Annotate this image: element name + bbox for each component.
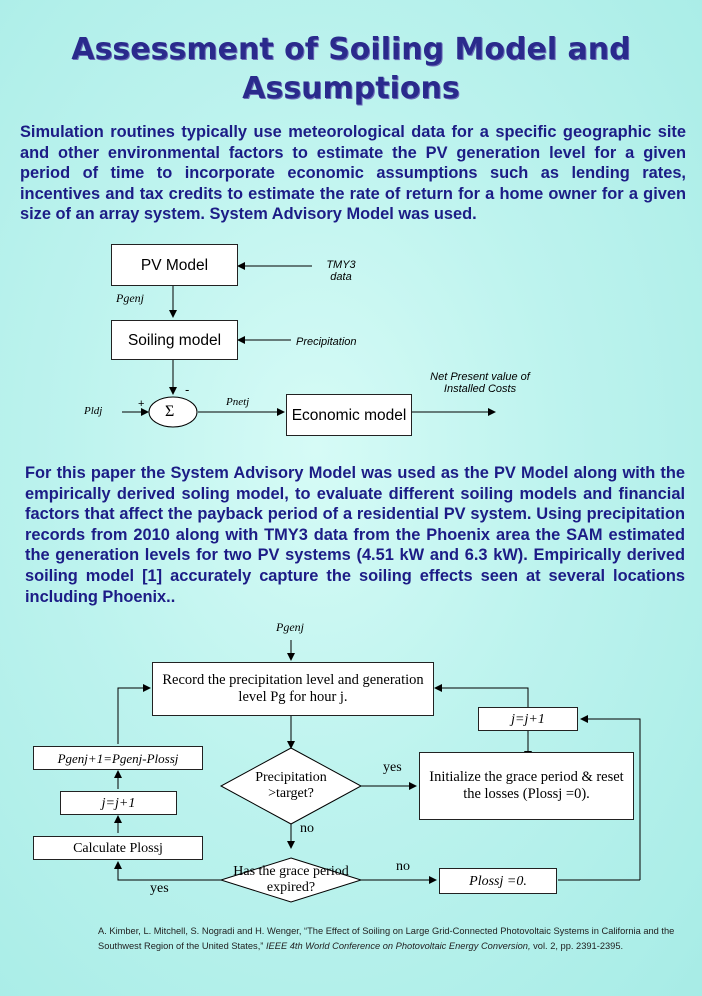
page-title: Assessment of Soiling Model and Assumpti… — [0, 30, 702, 108]
no-label-1: no — [300, 821, 314, 836]
ploss-zero-box: Plossj =0. — [439, 868, 557, 894]
citation-journal: IEEE 4th World Conference on Photovoltai… — [265, 941, 531, 951]
record-box: Record the precipitation level and gener… — [152, 662, 434, 716]
initialize-grace-box: Initialize the grace period & reset the … — [419, 752, 634, 820]
economic-model-box: Economic model — [286, 394, 412, 436]
title-line-2: Assumptions — [242, 71, 460, 106]
decision-precipitation-diamond — [219, 747, 363, 825]
pgen-label: Pgenj — [116, 291, 144, 305]
summing-junction — [148, 396, 198, 428]
pgen-update-box: Pgenj+1=Pgenj-Plossj — [33, 746, 203, 770]
decision-grace-diamond — [219, 857, 363, 903]
tmy3-label: TMY3 data — [326, 259, 356, 283]
plus-sign: + — [138, 398, 145, 410]
no-label-2: no — [396, 859, 410, 874]
flow-input-label: Pgenj — [276, 620, 304, 634]
j-increment-left-box: j=j+1 — [60, 791, 177, 815]
citation: A. Kimber, L. Mitchell, S. Nogradi and H… — [98, 924, 678, 954]
citation-authors: A. Kimber, L. Mitchell, S. Nogradi and H… — [98, 926, 675, 951]
pldj-label: Pldj — [84, 405, 103, 417]
pnet-label: Pnetj — [226, 396, 250, 408]
title-line-1: Assessment of Soiling Model and — [71, 32, 631, 67]
yes-label-1: yes — [383, 760, 402, 775]
j-increment-right-box: j=j+1 — [478, 707, 578, 731]
precipitation-label: Precipitation — [296, 336, 357, 348]
intro-paragraph: Simulation routines typically use meteor… — [20, 123, 686, 224]
citation-details: vol. 2, pp. 2391-2395. — [533, 941, 624, 951]
sigma-symbol: Σ — [165, 403, 175, 420]
yes-label-2: yes — [150, 881, 169, 896]
npv-label: Net Present value of Installed Costs — [430, 371, 530, 395]
decision-grace-text: Has the grace period expired? — [233, 864, 349, 895]
calculate-ploss-box: Calculate Plossj — [33, 836, 203, 860]
decision-precipitation-text: Precipitation >target? — [255, 770, 327, 801]
minus-sign: - — [185, 382, 190, 397]
pv-model-box: PV Model — [111, 244, 238, 286]
body-paragraph: For this paper the System Advisory Model… — [25, 464, 685, 606]
soiling-model-box: Soiling model — [111, 320, 238, 360]
